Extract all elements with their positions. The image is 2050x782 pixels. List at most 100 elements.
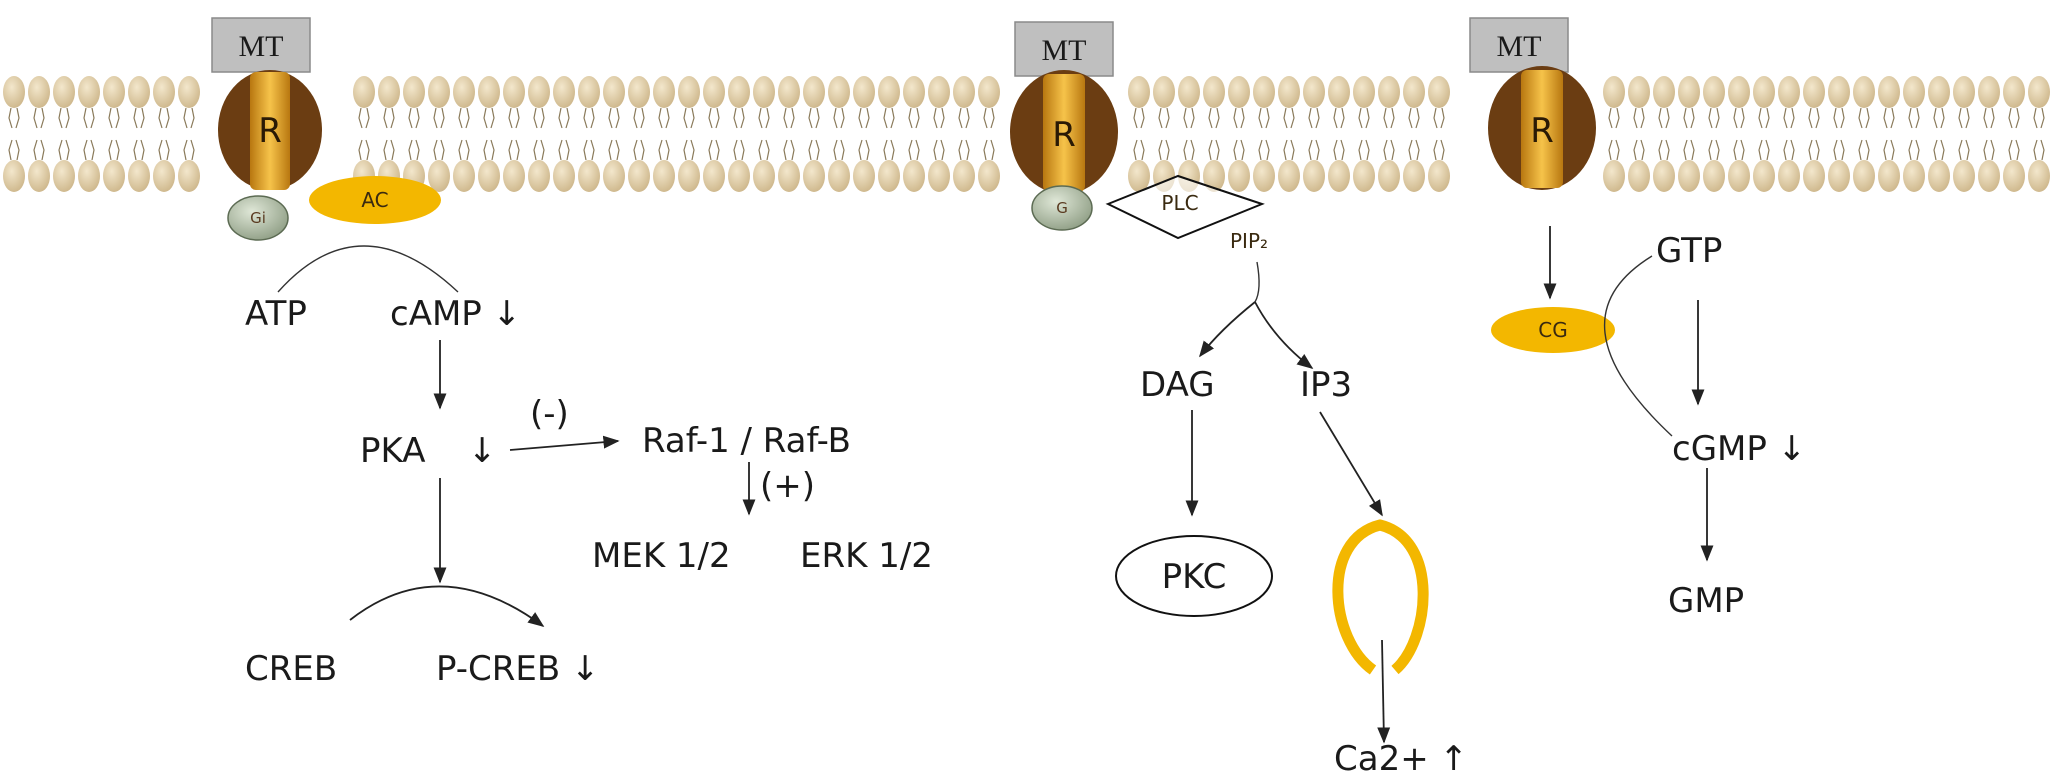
lipid-tail: [133, 107, 145, 129]
lipid-tail: [1883, 139, 1895, 161]
lipid-head: [828, 160, 850, 192]
atp-label: ATP: [245, 294, 307, 334]
lipid-tail: [633, 139, 645, 161]
lipid-head: [878, 160, 900, 192]
lipid-head: [1953, 76, 1975, 108]
lipid-head: [528, 76, 550, 108]
mt-label-right: MT: [1497, 30, 1542, 63]
lipid-head: [1253, 76, 1275, 108]
lipid-head: [678, 160, 700, 192]
lipid-tail: [1983, 107, 1995, 129]
lipid-head: [1203, 160, 1225, 192]
lipid-head: [703, 76, 725, 108]
lipid-tail: [1233, 139, 1245, 161]
lipid-head: [1303, 76, 1325, 108]
lipid-head: [728, 160, 750, 192]
lipid-tail: [1833, 107, 1845, 129]
lipid-tail: [1683, 139, 1695, 161]
lipid-head: [28, 76, 50, 108]
lipid-tail: [133, 139, 145, 161]
lipid-head: [1678, 160, 1700, 192]
g-protein: [1031, 185, 1093, 231]
lipid-head: [1403, 160, 1425, 192]
lipid-tail: [733, 107, 745, 129]
lipid-tail: [983, 139, 995, 161]
lipid-head: [428, 76, 450, 108]
cg-enzyme: [1491, 307, 1615, 353]
lipid-head: [978, 76, 1000, 108]
lipid-tail: [8, 107, 20, 129]
lipid-tail: [608, 107, 620, 129]
lipid-head: [1328, 76, 1350, 108]
lipid-tail: [2033, 139, 2045, 161]
lipid-tail: [908, 107, 920, 129]
plc-pathway: PIP₂ DAG IP3 PKC Ca2+ ↑: [1115, 229, 1468, 779]
lipid-tail: [1133, 107, 1145, 129]
lipid-tail: [458, 107, 470, 129]
lipid-tail: [1433, 139, 1445, 161]
lipid-head: [1778, 160, 1800, 192]
pkc-label: PKC: [1162, 557, 1227, 597]
lipid-head: [1653, 76, 1675, 108]
lipid-tail: [1208, 107, 1220, 129]
lipid-tail: [183, 107, 195, 129]
lipid-head: [1353, 76, 1375, 108]
cgmp-pathway: CG GTP cGMP ↓ GMP: [1491, 226, 1806, 621]
lipid-head: [578, 76, 600, 108]
lipid-head: [1978, 76, 2000, 108]
lipid-tail: [1783, 139, 1795, 161]
creb-phosphorylation-curve: [349, 585, 545, 627]
lipid-tail: [533, 139, 545, 161]
camp-pathway: ATP cAMP ↓ PKA ↓ (-) Raf-1 / Raf-B (+) M…: [245, 245, 933, 689]
lipid-head: [603, 76, 625, 108]
lipid-tail: [1933, 107, 1945, 129]
lipid-head: [903, 76, 925, 108]
lipid-head: [678, 76, 700, 108]
lipid-head: [28, 160, 50, 192]
lipid-tail: [1983, 139, 1995, 161]
lipid-tail: [158, 139, 170, 161]
lipid-tail: [1383, 139, 1395, 161]
lipid-tail: [683, 139, 695, 161]
lipid-head: [628, 160, 650, 192]
lipid-head: [928, 76, 950, 108]
lipid-tail: [1358, 139, 1370, 161]
mt-label-left: MT: [239, 30, 284, 63]
lipid-tail: [1683, 107, 1695, 129]
lipid-head: [128, 76, 150, 108]
lipid-head: [503, 160, 525, 192]
lipid-tail: [183, 139, 195, 161]
lipid-tail: [958, 107, 970, 129]
lipid-tail: [833, 107, 845, 129]
raf-label: Raf-1 / Raf-B: [642, 421, 851, 461]
receptor-label-right: R: [1530, 111, 1554, 151]
lipid-head: [1728, 160, 1750, 192]
cg-label: CG: [1538, 318, 1567, 342]
lipid-tail: [2008, 107, 2020, 129]
lipid-head: [628, 76, 650, 108]
lipid-head: [553, 76, 575, 108]
lipid-tail: [483, 139, 495, 161]
lipid-tail: [1858, 139, 1870, 161]
lipid-tail: [1708, 107, 1720, 129]
lipid-tail: [1183, 139, 1195, 161]
pkc-oval: [1115, 535, 1273, 617]
lipid-tail: [1608, 107, 1620, 129]
lipid-tail: [958, 139, 970, 161]
lipid-tail: [1733, 139, 1745, 161]
lipid-tail: [983, 107, 995, 129]
lipid-head: [778, 76, 800, 108]
lipid-head: [1303, 160, 1325, 192]
lipid-head: [1928, 160, 1950, 192]
lipid-head: [1753, 76, 1775, 108]
lipid-tail: [1808, 107, 1820, 129]
lipid-head: [478, 160, 500, 192]
lipid-head: [1878, 76, 1900, 108]
lipid-tail: [608, 139, 620, 161]
lipid-head: [1978, 160, 2000, 192]
plc-label: PLC: [1161, 191, 1198, 215]
lipid-head: [878, 76, 900, 108]
lipid-tail: [1658, 139, 1670, 161]
lipid-head: [953, 76, 975, 108]
